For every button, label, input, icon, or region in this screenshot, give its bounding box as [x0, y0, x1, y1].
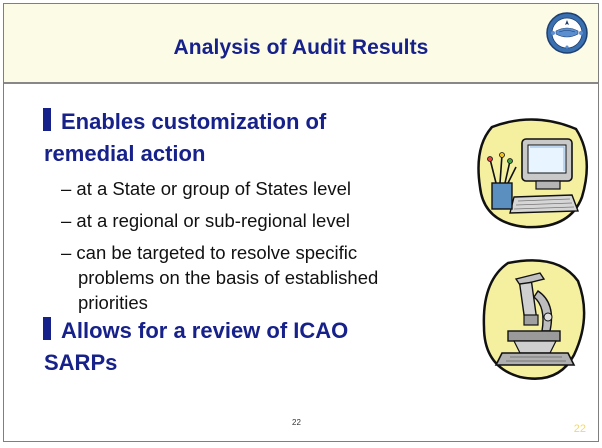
- bullet-marker: [43, 108, 51, 131]
- bullet-1-line-2: remedial action: [44, 141, 206, 166]
- footer-slide-number: 22: [292, 418, 301, 427]
- slide: Analysis of Audit Results Enables custom…: [3, 3, 599, 442]
- bullet-1-line-1: Enables customization of: [61, 109, 327, 134]
- slide-header: Analysis of Audit Results: [4, 4, 598, 84]
- subitem-3-line-3: priorities: [78, 292, 148, 313]
- subitem-3-line-2: problems on the basis of established: [78, 267, 379, 288]
- computer-clipart-icon: [477, 118, 588, 229]
- bullet-2-line-1: Allows for a review of ICAO: [61, 318, 349, 343]
- bullet-marker: [43, 317, 51, 340]
- subitem-2: – at a regional or sub-regional level: [61, 210, 350, 231]
- microscope-clipart-icon: [482, 259, 586, 380]
- subitem-3-line-1: – can be targeted to resolve specific: [61, 242, 358, 263]
- icao-emblem-icon: [546, 12, 588, 54]
- slide-title: Analysis of Audit Results: [173, 36, 429, 59]
- bullet-2-line-2: SARPs: [44, 350, 118, 375]
- page-number: 22: [573, 423, 586, 435]
- subitem-1: – at a State or group of States level: [61, 178, 352, 199]
